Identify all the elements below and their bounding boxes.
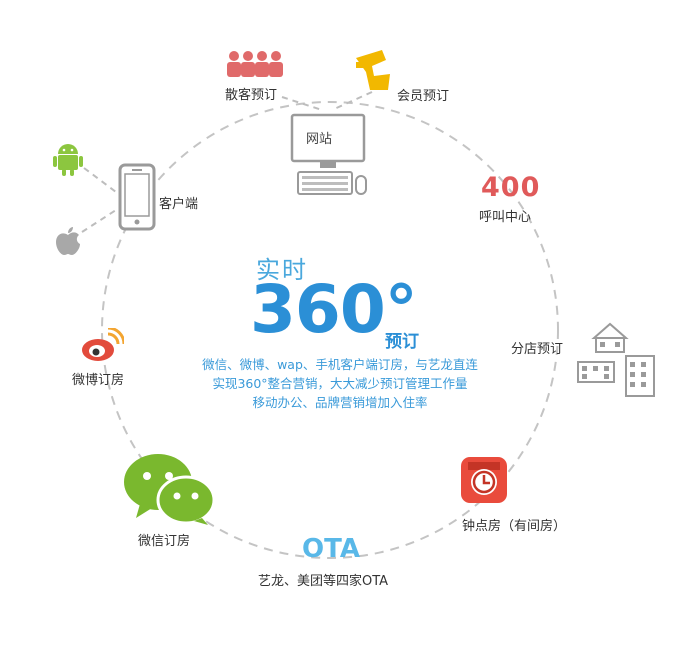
callcenter-number: 400 [481,172,541,203]
center-booking: 预订 [385,332,419,352]
vip-icon [356,50,390,90]
center-360: 360° [250,271,418,348]
member-label: 会员预订 [397,89,450,104]
weibo-icon [82,328,124,361]
ota-label: 艺龙、美团等四家OTA [258,574,389,589]
wechat-label: 微信订房 [138,534,191,549]
callcenter-label: 呼叫中心 [479,210,532,225]
hourly-label: 钟点房（有间房） [462,519,567,534]
center-desc-line-3: 移动办公、品牌营销增加入住率 [252,395,428,410]
clock-app-icon [461,457,507,503]
weibo-label: 微博订房 [72,373,125,388]
center-realtime: 实时 [256,256,308,284]
walkin-label: 散客预订 [225,88,278,103]
center-desc-line-1: 微信、微博、wap、手机客户端订房，与艺龙直连 [202,357,478,372]
ota-logo: OTA [302,534,360,564]
computer-icon [290,113,367,195]
phone-icon [118,163,156,231]
dashed-ring [101,101,559,559]
apple-icon [56,227,80,255]
connector-android [83,167,117,193]
connector-walkin [281,96,323,111]
branch-label: 分店预订 [511,342,564,357]
people-icon [227,51,283,77]
connector-member [331,91,373,111]
wechat-icon [124,454,216,525]
building-icon [577,322,655,397]
center-desc-line-2: 实现360°整合营销，大大减少预订管理工作量 [212,376,468,391]
android-icon [53,144,83,176]
connector-apple [81,209,117,233]
client-label: 客户端 [159,197,199,212]
website-label: 网站 [306,132,333,147]
